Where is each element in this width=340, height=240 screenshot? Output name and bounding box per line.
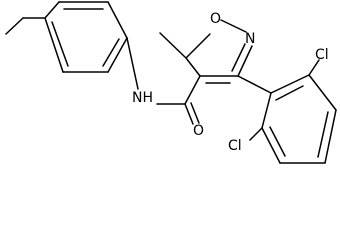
bond-dcp-1 [270, 74, 310, 94]
bond-dcp-3 [324, 109, 337, 164]
isoxazole-ring [159, 19, 253, 84]
bond-carbonyl-ring [184, 75, 201, 105]
phenyl-ring [44, 1, 128, 73]
bond-carbonyl-o [184, 103, 194, 125]
bond-dcp-cl-top [308, 59, 320, 76]
bond-c5-o [185, 33, 211, 59]
atom-label-ring-oxygen: O [210, 11, 221, 27]
bond-o-n [220, 19, 247, 33]
atom-label-carbonyl-oxygen: O [193, 123, 204, 139]
bond-phenyl-double-b [102, 38, 120, 67]
bond-carbonyl-o-double [190, 102, 200, 124]
atom-label-amide-nh: NH [132, 90, 153, 106]
bond-phenyl-1 [44, 1, 60, 19]
dichlorophenyl-ring [237, 59, 337, 164]
bond-c4-c5 [185, 57, 201, 77]
bond-ch3-ch2 [5, 17, 24, 35]
bond-phenyl-4 [107, 37, 128, 73]
bond-phenyl-6 [44, 17, 64, 73]
bond-dcp-double-c [269, 126, 286, 157]
bond-dcp-6 [261, 92, 272, 129]
bond-ring-nh [126, 37, 139, 90]
bond-phenyl-3 [107, 1, 128, 39]
atom-label-chlorine-bottom: Cl [228, 138, 242, 154]
bond-dcp-double-a [275, 85, 304, 101]
atom-label-ring-nitrogen: N [245, 31, 255, 47]
bond-dcp-5 [261, 127, 281, 164]
bond-dcp-2 [308, 74, 337, 111]
ethyl-group [5, 17, 46, 35]
bond-methyl [159, 32, 187, 59]
atom-label-chlorine-top: Cl [315, 47, 329, 63]
bond-n-c3-double [231, 43, 246, 72]
bond-dcp-cl-bottom [249, 127, 263, 141]
bond-dcp-double-b [317, 111, 329, 158]
amide-group [126, 37, 201, 125]
bond-phenyl-double-c [51, 21, 69, 67]
bond-isoxazole-ring [237, 75, 272, 94]
molecule-structure-diagram: O N NH O Cl Cl [5, 1, 337, 164]
bond-n-c3 [237, 45, 253, 77]
